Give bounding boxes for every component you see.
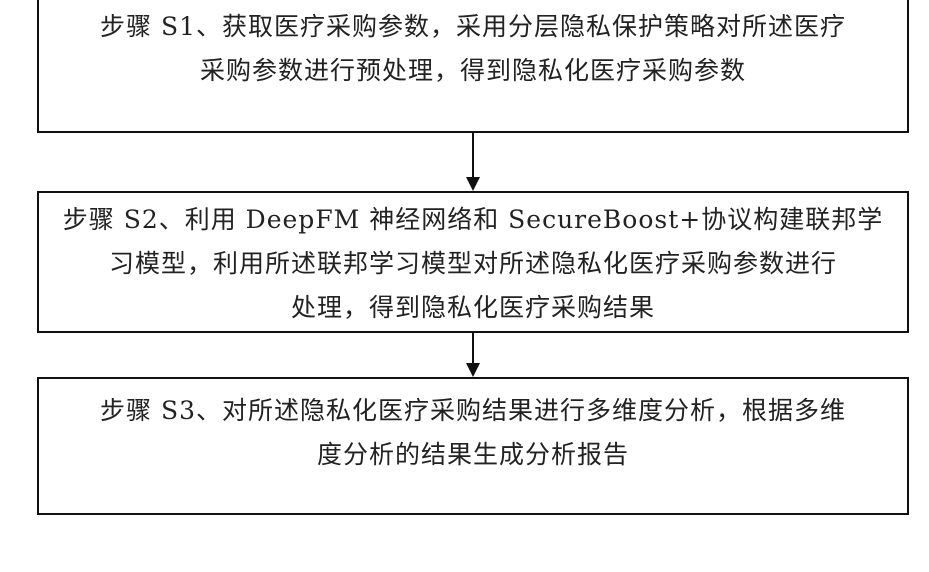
arrow-down-icon: [466, 363, 480, 377]
step-s3-line-1: 步骤 S3、对所述隐私化医疗采购结果进行多维度分析，根据多维: [100, 396, 846, 425]
connector-s2-to-s3: [472, 331, 474, 365]
step-s2-line-2: 习模型，利用所述联邦学习模型对所述隐私化医疗采购参数进行: [108, 249, 837, 278]
step-s2-text: 步骤 S2、利用 DeepFM 神经网络和 SecureBoost+协议构建联邦…: [53, 198, 893, 330]
step-s3-box: 步骤 S3、对所述隐私化医疗采购结果进行多维度分析，根据多维 度分析的结果生成分…: [37, 377, 909, 515]
step-s2-line-1: 步骤 S2、利用 DeepFM 神经网络和 SecureBoost+协议构建联邦…: [62, 205, 884, 234]
step-s2-line-3: 处理，得到隐私化医疗采购结果: [290, 293, 655, 322]
step-s1-text: 步骤 S1、获取医疗采购参数，采用分层隐私保护策略对所述医疗 采购参数进行预处理…: [53, 5, 893, 93]
step-s1-line-2: 采购参数进行预处理，得到隐私化医疗采购参数: [199, 56, 746, 85]
connector-s1-to-s2: [472, 131, 474, 179]
step-s3-text: 步骤 S3、对所述隐私化医疗采购结果进行多维度分析，根据多维 度分析的结果生成分…: [53, 389, 893, 477]
step-s2-box: 步骤 S2、利用 DeepFM 神经网络和 SecureBoost+协议构建联邦…: [37, 191, 909, 333]
step-s1-box: 步骤 S1、获取医疗采购参数，采用分层隐私保护策略对所述医疗 采购参数进行预处理…: [37, 0, 909, 133]
step-s1-line-1: 步骤 S1、获取医疗采购参数，采用分层隐私保护策略对所述医疗: [100, 12, 846, 41]
arrow-down-icon: [466, 177, 480, 191]
step-s3-line-2: 度分析的结果生成分析报告: [316, 440, 629, 469]
